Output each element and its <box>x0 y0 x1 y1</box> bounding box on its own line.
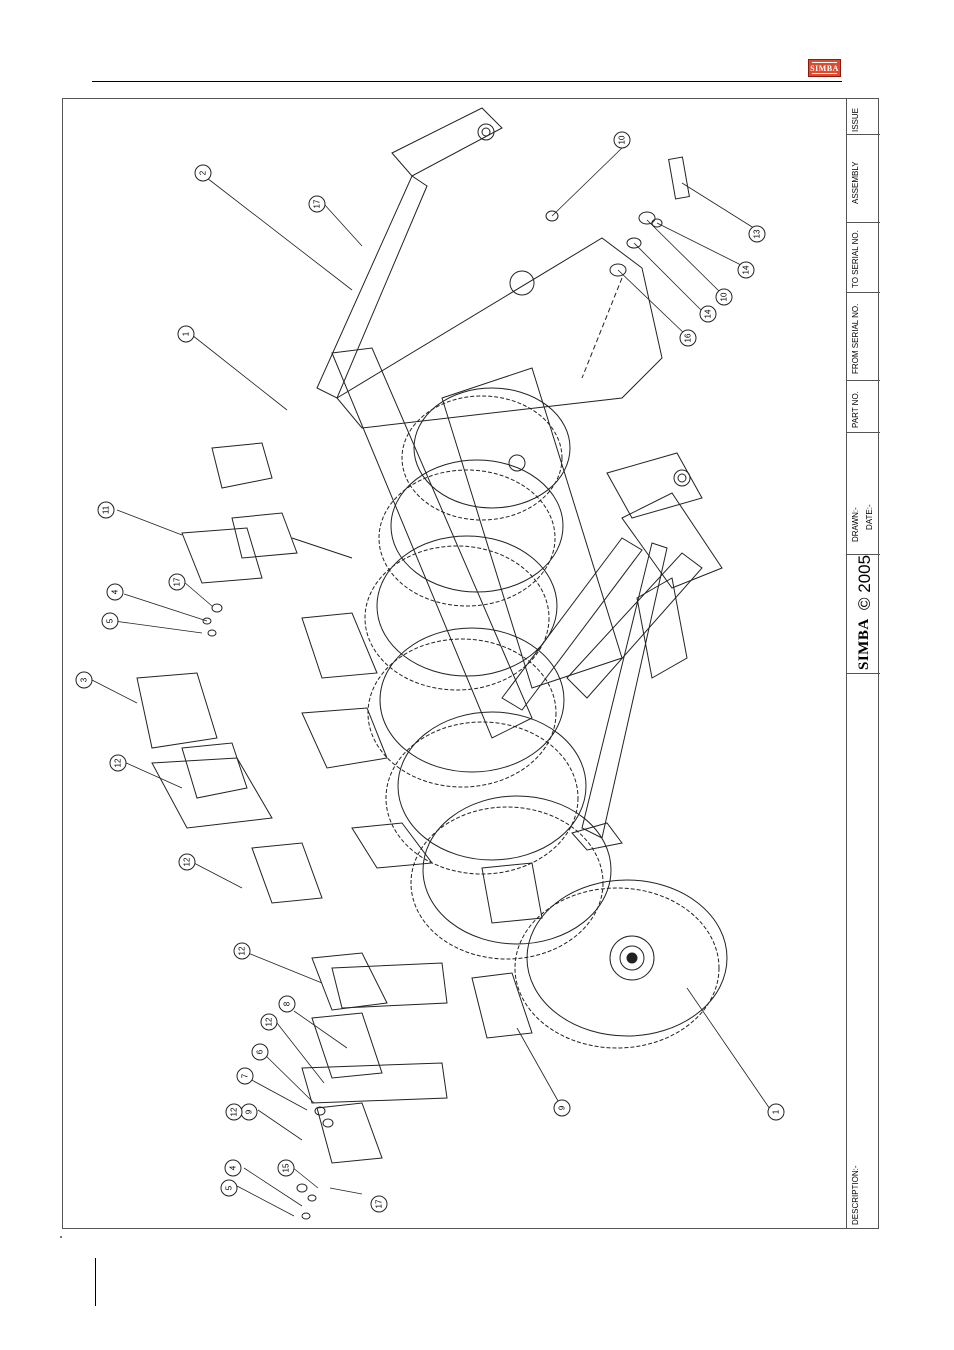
callout-number: 12 <box>238 946 247 955</box>
callout-number: 9 <box>245 1109 254 1114</box>
callout-number: 7 <box>241 1073 250 1078</box>
callout-number: 5 <box>106 618 115 623</box>
description-label: DESCRIPTION:- <box>851 1165 860 1225</box>
callout-number: 13 <box>753 229 762 238</box>
callout-bubbles: 1123445567899101011121212121213141415161… <box>76 132 784 1212</box>
to-serial-label: TO SERIAL NO. <box>851 230 860 288</box>
callout-number: 1 <box>772 1109 781 1114</box>
callout-number: 12 <box>114 758 123 767</box>
callout-number: 12 <box>265 1017 274 1026</box>
callout-number: 14 <box>704 309 713 318</box>
copyright-text: © 2005 <box>855 555 875 610</box>
from-serial-label: FROM SERIAL NO. <box>851 304 860 374</box>
callout-number: 10 <box>618 135 627 144</box>
callout-number: 8 <box>283 1001 292 1006</box>
corner-mark <box>60 1236 62 1238</box>
part-no-label: PART NO. <box>851 391 860 428</box>
callout-number: 4 <box>111 589 120 594</box>
callout-number: 4 <box>229 1165 238 1170</box>
assembly-label: ASSEMBLY <box>851 161 860 204</box>
callout-number: 10 <box>720 292 729 301</box>
callout-number: 1 <box>182 331 191 336</box>
callout-number: 15 <box>282 1163 291 1172</box>
tine-brackets <box>137 443 542 1163</box>
header-rule <box>92 81 842 82</box>
callout-number: 14 <box>742 265 751 274</box>
callout-number: 17 <box>313 199 322 208</box>
callout-number: 3 <box>80 677 89 682</box>
disc-gang <box>365 388 727 1048</box>
issue-label: ISSUE <box>851 108 860 132</box>
callout-number: 9 <box>558 1105 567 1110</box>
assembly-diagram: 1123445567899101011121212121213141415161… <box>62 98 846 1229</box>
part-callouts <box>92 148 772 1216</box>
callout-number: 12 <box>230 1107 239 1116</box>
brand-logo: SIMBA <box>808 59 841 77</box>
callout-number: 16 <box>684 333 693 342</box>
callout-number: 6 <box>256 1049 265 1054</box>
drawn-label: DRAWN:- <box>851 507 860 542</box>
callout-number: 2 <box>199 170 208 175</box>
callout-number: 12 <box>183 857 192 866</box>
simba-logo-text: SIMBA <box>856 618 873 670</box>
brand-logo-text: SIMBA <box>809 64 840 73</box>
date-label: DATE:- <box>865 504 874 530</box>
callout-number: 5 <box>225 1185 234 1190</box>
main-frame <box>317 108 722 850</box>
title-block: ISSUE ASSEMBLY TO SERIAL NO. FROM SERIAL… <box>846 98 879 1229</box>
callout-number: 17 <box>375 1199 384 1208</box>
callout-number: 17 <box>173 577 182 586</box>
margin-rule <box>95 1258 96 1306</box>
callout-number: 11 <box>102 505 111 514</box>
